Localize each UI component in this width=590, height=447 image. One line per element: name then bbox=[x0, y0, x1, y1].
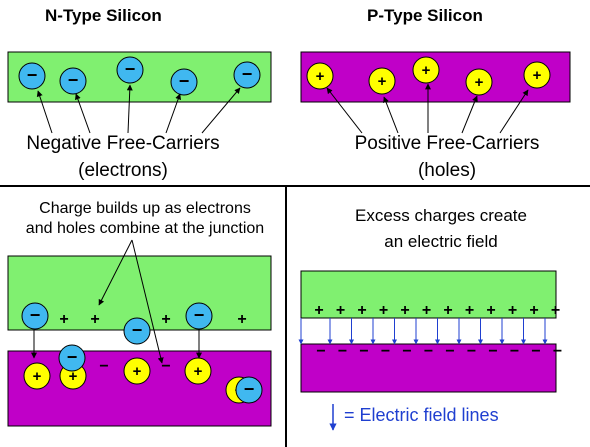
p-carrier-sublabel: (holes) bbox=[417, 160, 477, 181]
hole: + bbox=[306, 62, 334, 90]
electron: − bbox=[233, 61, 261, 89]
fixed-positive-ion: + bbox=[529, 302, 538, 319]
horizontal-divider bbox=[0, 185, 590, 187]
fixed-positive-ion: + bbox=[161, 311, 170, 328]
fixed-positive-ion: + bbox=[486, 302, 495, 319]
electron: − bbox=[58, 344, 86, 372]
svg-text:−: − bbox=[67, 347, 78, 367]
fixed-positive-ion: + bbox=[551, 302, 560, 319]
fixed-positive-ion: + bbox=[422, 302, 431, 319]
svg-text:−: − bbox=[242, 64, 253, 84]
hole: + bbox=[523, 61, 551, 89]
hole: + bbox=[123, 357, 151, 385]
field-n-region bbox=[300, 270, 557, 319]
field-p-region bbox=[300, 343, 557, 393]
n-carrier-sublabel: (electrons) bbox=[78, 160, 168, 181]
svg-text:−: − bbox=[68, 70, 79, 90]
fixed-negative-ion: − bbox=[161, 358, 170, 375]
electron: − bbox=[59, 67, 87, 95]
n-carrier-label: Negative Free-Carriers bbox=[26, 133, 220, 154]
hole: + bbox=[412, 56, 440, 84]
fixed-positive-ion: + bbox=[443, 302, 452, 319]
fixed-positive-ion: + bbox=[237, 311, 246, 328]
svg-text:+: + bbox=[316, 68, 325, 85]
electron: − bbox=[170, 68, 198, 96]
vertical-divider bbox=[285, 186, 287, 447]
fixed-negative-ion: − bbox=[467, 343, 476, 360]
fixed-positive-ion: + bbox=[357, 302, 366, 319]
electron: − bbox=[18, 62, 46, 90]
fixed-negative-ion: − bbox=[424, 343, 433, 360]
svg-text:+: + bbox=[422, 62, 431, 79]
junction-caption-pointers bbox=[98, 239, 164, 364]
legend-text: = Electric field lines bbox=[344, 405, 499, 425]
svg-text:+: + bbox=[475, 74, 484, 91]
svg-text:−: − bbox=[30, 305, 41, 325]
fixed-positive-ion: + bbox=[59, 311, 68, 328]
fixed-positive-ion: + bbox=[400, 302, 409, 319]
fixed-positive-ion: + bbox=[465, 302, 474, 319]
fixed-negative-ion: − bbox=[402, 343, 411, 360]
svg-text:+: + bbox=[133, 363, 142, 380]
n-type-title: N-Type Silicon bbox=[45, 6, 162, 25]
fixed-negative-ion: − bbox=[99, 358, 108, 375]
n-carrier-pointers bbox=[36, 84, 241, 134]
svg-text:+: + bbox=[194, 363, 203, 380]
svg-text:−: − bbox=[125, 59, 136, 79]
fixed-negative-ion: − bbox=[316, 343, 325, 360]
fixed-negative-ion: − bbox=[553, 343, 562, 360]
p-type-title: P-Type Silicon bbox=[367, 6, 483, 25]
junction-caption-line1: Charge builds up as electrons bbox=[39, 200, 251, 217]
electron: − bbox=[235, 376, 263, 404]
svg-text:+: + bbox=[33, 368, 42, 385]
fixed-negative-ion: − bbox=[531, 343, 540, 360]
p-carrier-pointers bbox=[326, 83, 529, 134]
hole: + bbox=[465, 68, 493, 96]
svg-text:+: + bbox=[533, 67, 542, 84]
fixed-positive-ion: + bbox=[90, 311, 99, 328]
electron: − bbox=[21, 302, 49, 330]
fixed-negative-ion: − bbox=[338, 343, 347, 360]
electron: − bbox=[185, 302, 213, 330]
svg-text:−: − bbox=[194, 305, 205, 325]
field-caption-line1: Excess charges create bbox=[355, 206, 527, 225]
p-carrier-label: Positive Free-Carriers bbox=[354, 133, 540, 154]
hole: + bbox=[368, 67, 396, 95]
junction-drift-arrows bbox=[31, 330, 202, 359]
fixed-positive-ion: + bbox=[379, 302, 388, 319]
svg-text:−: − bbox=[132, 320, 143, 340]
fixed-negative-ion: − bbox=[445, 343, 454, 360]
field-caption-line2: an electric field bbox=[384, 232, 498, 251]
electron: − bbox=[123, 317, 151, 345]
fixed-negative-ion: − bbox=[510, 343, 519, 360]
svg-text:+: + bbox=[378, 73, 387, 90]
junction-caption-line2: and holes combine at the junction bbox=[25, 220, 265, 237]
electron: − bbox=[116, 56, 144, 84]
fixed-negative-ion: − bbox=[359, 343, 368, 360]
fixed-negative-ion: − bbox=[381, 343, 390, 360]
fixed-positive-ion: + bbox=[336, 302, 345, 319]
fixed-positive-ion: + bbox=[314, 302, 323, 319]
hole: + bbox=[184, 357, 212, 385]
svg-text:−: − bbox=[244, 379, 255, 399]
svg-text:−: − bbox=[27, 65, 38, 85]
hole: + bbox=[23, 362, 51, 390]
svg-text:−: − bbox=[179, 71, 190, 91]
fixed-negative-ion: − bbox=[488, 343, 497, 360]
fixed-positive-ion: + bbox=[508, 302, 517, 319]
svg-text:+: + bbox=[69, 368, 78, 385]
